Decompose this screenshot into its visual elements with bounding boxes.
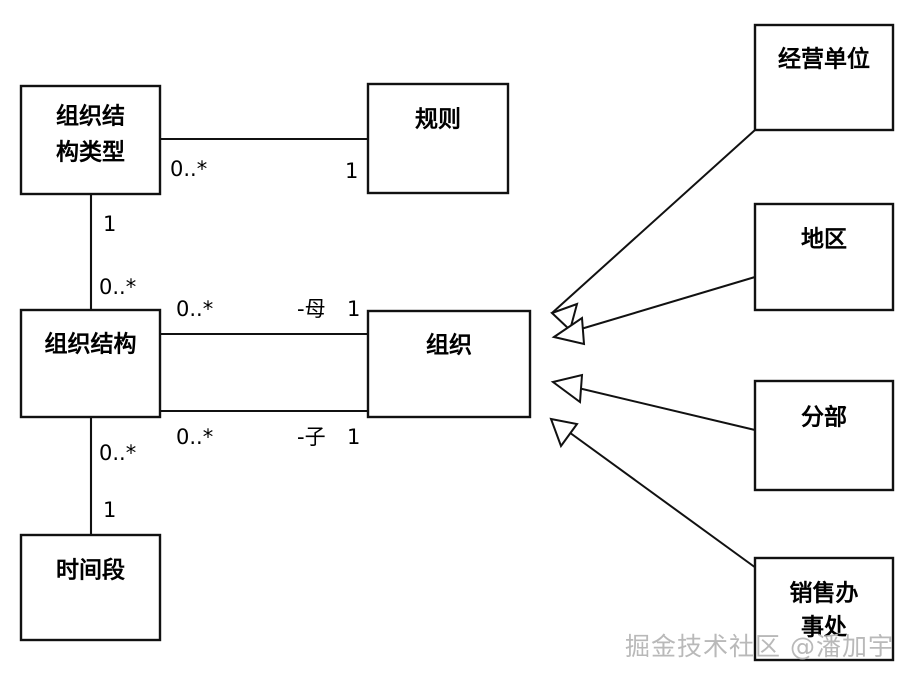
class-label-org-structure: 组织结构 <box>45 331 137 358</box>
class-label-rule: 规则 <box>415 107 461 133</box>
multiplicity-structure-time-bottom: 1 <box>103 498 116 522</box>
class-label-time-period: 时间段 <box>56 557 125 584</box>
class-rect-rule <box>366 82 510 195</box>
generalization-line-sales-office <box>550 418 757 569</box>
class-label-region: 地区 <box>801 227 847 253</box>
multiplicity-structure-org-parent-left: 0..* <box>176 297 213 321</box>
class-label-division: 分部 <box>801 404 847 431</box>
class-box-region[interactable]: 地区 <box>753 202 895 312</box>
generalization-line-business-unit <box>551 129 756 314</box>
class-label-organization: 组织 <box>426 332 472 359</box>
class-rect-org-structure <box>19 308 162 419</box>
multiplicity-type-structure-top: 1 <box>103 212 116 236</box>
class-box-sales-office[interactable]: 销售办 事处 <box>753 556 895 662</box>
multiplicity-structure-org-parent-right: 1 <box>347 297 360 321</box>
generalization-line-division <box>552 381 756 431</box>
class-rect-time-period <box>19 533 162 642</box>
generalization-arrow-region <box>551 316 586 346</box>
generalization-line-region <box>553 276 756 338</box>
class-box-organization[interactable]: 组织 <box>366 309 532 419</box>
role-label-parent: -母 <box>297 297 326 321</box>
class-label-sales-office-line1: 销售办 <box>790 580 859 607</box>
watermark-label: 掘金技术社区 @潘加宇 <box>625 632 894 661</box>
class-label-org-structure-type-line2: 构类型 <box>56 139 125 166</box>
multiplicity-type-structure-bottom: 0..* <box>99 275 136 299</box>
class-box-business-unit[interactable]: 经营单位 <box>753 23 895 132</box>
multiplicity-structure-org-child-left: 0..* <box>176 425 213 449</box>
class-rect-organization <box>366 309 532 419</box>
class-box-rule[interactable]: 规则 <box>366 82 510 195</box>
class-box-org-structure[interactable]: 组织结构 <box>19 308 162 419</box>
multiplicity-type-rule-left: 0..* <box>170 157 207 181</box>
multiplicity-type-rule-right: 1 <box>345 159 358 183</box>
class-rect-region <box>753 202 895 312</box>
generalization-arrow-sales-office <box>549 417 579 449</box>
multiplicity-structure-time-top: 0..* <box>99 441 136 465</box>
class-rect-org-structure-type <box>19 84 162 196</box>
class-rect-sales-office <box>753 556 895 662</box>
generalization-arrow-division <box>550 373 584 404</box>
class-label-sales-office-line2: 事处 <box>801 615 847 641</box>
class-rect-division <box>753 379 895 492</box>
class-box-division[interactable]: 分部 <box>753 379 895 492</box>
class-label-org-structure-type-line1: 组织结 <box>56 103 125 130</box>
class-rect-business-unit <box>753 23 895 132</box>
generalization-arrow-business-unit <box>550 302 579 332</box>
class-box-time-period[interactable]: 时间段 <box>19 533 162 642</box>
multiplicity-structure-org-child-right: 1 <box>347 425 360 449</box>
class-box-org-structure-type[interactable]: 组织结 构类型 <box>19 84 162 196</box>
role-label-child: -子 <box>297 425 326 449</box>
class-label-business-unit: 经营单位 <box>778 46 870 73</box>
